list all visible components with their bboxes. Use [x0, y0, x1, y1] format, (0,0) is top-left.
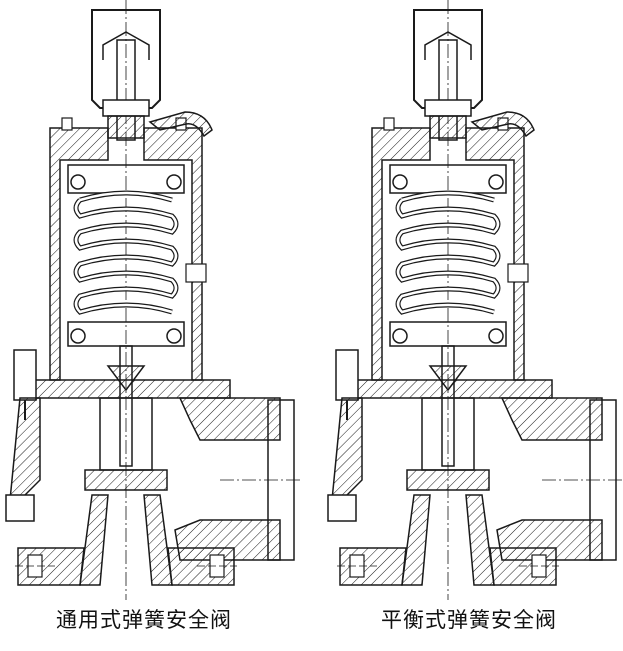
general-valve-caption: 通用式弹簧安全阀: [56, 608, 232, 632]
general-spring-safety-valve-drawing: [6, 0, 300, 600]
balanced-valve-caption: 平衡式弹簧安全阀: [381, 608, 557, 632]
balanced-spring-safety-valve-drawing: [328, 0, 622, 600]
